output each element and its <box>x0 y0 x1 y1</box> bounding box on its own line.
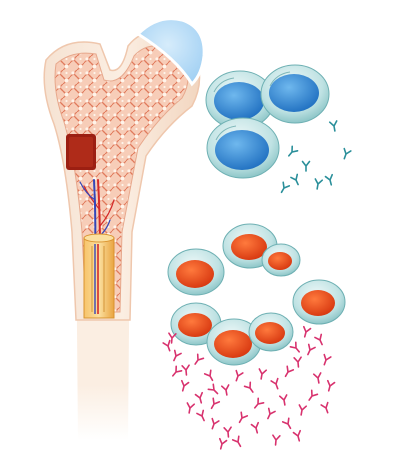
teal-antibodies <box>280 120 352 194</box>
antibody <box>180 379 190 392</box>
antibody <box>289 341 301 353</box>
yellow-marrow <box>83 233 115 319</box>
antibody <box>308 389 319 401</box>
antibody <box>314 178 324 190</box>
antibody <box>194 391 204 404</box>
plasma-cell <box>261 243 301 277</box>
antibody <box>210 397 221 410</box>
antibody <box>312 372 322 384</box>
antibody <box>253 397 265 409</box>
antibody <box>281 417 292 430</box>
antibody <box>290 173 299 186</box>
antibody <box>272 434 281 446</box>
antibody <box>302 325 312 338</box>
antibody <box>243 381 254 393</box>
antibody <box>231 435 242 448</box>
antibody <box>168 332 177 344</box>
antibody <box>211 417 220 430</box>
plasma-cell <box>248 312 294 352</box>
antibody <box>328 120 338 132</box>
antibody <box>181 364 190 376</box>
antibody <box>287 145 299 157</box>
antibody <box>326 379 336 392</box>
plasma-cell <box>206 318 262 366</box>
b-cell <box>260 64 330 124</box>
antibody <box>267 407 276 420</box>
antibody <box>171 365 183 377</box>
plasma-cell <box>292 279 346 325</box>
antibody <box>307 343 316 356</box>
antibody <box>220 384 230 396</box>
antibody <box>292 429 302 442</box>
antibody <box>218 437 228 450</box>
plasma-cell <box>167 248 225 296</box>
b-cell-cluster <box>205 64 352 194</box>
antibody <box>258 368 268 380</box>
antibody <box>301 160 311 172</box>
antibody <box>323 353 332 366</box>
pink-antibodies <box>162 325 336 450</box>
femur-bone <box>43 17 206 440</box>
antibody <box>293 356 302 368</box>
antibody <box>320 401 329 414</box>
antibody <box>235 369 244 382</box>
antibody <box>203 369 214 382</box>
plasma-cell-cluster <box>162 223 346 450</box>
b-cell <box>205 70 275 130</box>
antibody <box>238 411 249 424</box>
antibody <box>284 365 295 378</box>
antibody <box>298 404 308 416</box>
antibody <box>223 426 232 438</box>
antibody <box>207 383 219 395</box>
femoral-head <box>135 17 206 87</box>
antibody <box>270 377 279 390</box>
antibody <box>324 173 334 186</box>
antibody <box>278 394 288 406</box>
b-cell <box>206 117 280 179</box>
antibody <box>186 402 196 414</box>
antibody <box>194 353 205 365</box>
antibody <box>280 181 291 194</box>
antibody <box>162 339 171 352</box>
antibody <box>250 421 260 434</box>
antibody <box>196 409 205 422</box>
antibody <box>173 349 182 362</box>
antibody <box>343 147 352 160</box>
antibody <box>314 333 323 346</box>
